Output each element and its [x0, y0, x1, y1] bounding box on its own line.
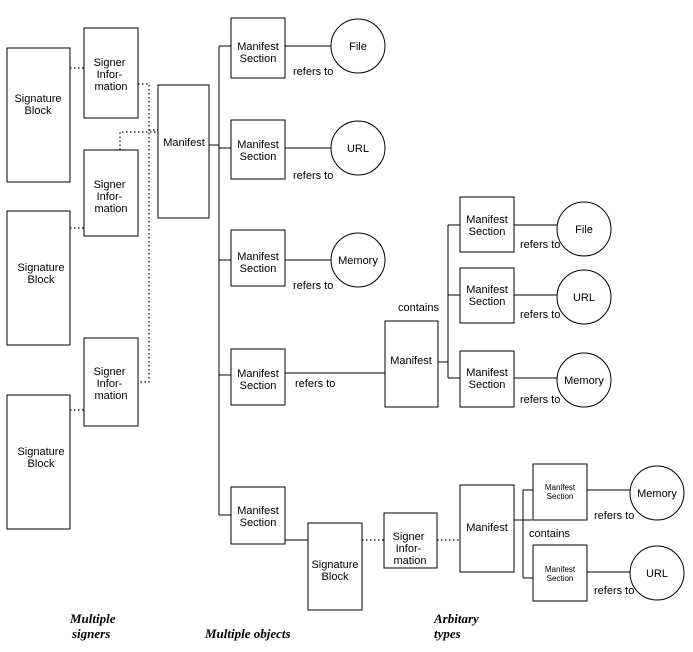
caption-arbitrary-types: Arbitary types	[433, 611, 482, 641]
manifest-main: Manifest	[157, 84, 210, 219]
contains-label: contains	[529, 528, 570, 540]
manifest-label: Manifest	[163, 137, 205, 149]
signer-information-label: Signer Infor- mation	[94, 57, 129, 93]
refers-to-label: refers to	[293, 170, 333, 182]
object-memory: Memory	[330, 232, 386, 288]
contains-label: contains	[398, 302, 439, 314]
connector-lines	[58, 45, 630, 579]
refers-to-label: refers to	[594, 585, 634, 597]
refers-to-label: refers to	[594, 510, 634, 522]
signer-information-1: Signer Infor- mation	[83, 27, 139, 119]
refers-to-label: refers to	[293, 66, 333, 78]
object-label: URL	[646, 568, 668, 580]
refers-to-label: refers to	[520, 239, 560, 251]
object-url: URL	[330, 120, 386, 176]
refers-to-label: refers to	[293, 280, 333, 292]
caption-multiple-signers: Multiple signers	[69, 611, 119, 641]
signer-information-nested: Signer Infor- mation	[383, 512, 438, 569]
nested-object-file: File	[556, 201, 612, 257]
bottom-object-url: URL	[629, 545, 685, 601]
bottom-object-memory: Memory	[629, 465, 685, 521]
signer-information-label: Signer Infor- mation	[393, 531, 428, 567]
signer-information-label: Signer Infor- mation	[94, 366, 129, 402]
refers-to-label: refers to	[520, 309, 560, 321]
object-label: Memory	[564, 375, 604, 387]
refers-to-label: refers to	[295, 378, 335, 390]
manifest-bottom: Manifest	[459, 484, 515, 573]
manifest-label: Manifest	[466, 522, 508, 534]
object-label: File	[575, 224, 593, 236]
manifest-nested: Manifest	[384, 320, 439, 408]
object-label: Memory	[637, 488, 677, 500]
caption-multiple-objects: Multiple objects	[204, 626, 291, 641]
signer-information-label: Signer Infor- mation	[94, 179, 129, 215]
object-file: File	[330, 18, 386, 74]
object-label: URL	[347, 143, 369, 155]
object-label: Memory	[338, 255, 378, 267]
manifest-label: Manifest	[390, 355, 432, 367]
nested-object-url: URL	[556, 269, 612, 325]
signer-information-3: Signer Infor- mation	[83, 337, 139, 427]
signer-information-2: Signer Infor- mation	[83, 149, 139, 237]
nested-object-memory: Memory	[556, 352, 612, 408]
object-label: URL	[573, 292, 595, 304]
object-label: File	[349, 41, 367, 53]
refers-to-label: refers to	[520, 394, 560, 406]
